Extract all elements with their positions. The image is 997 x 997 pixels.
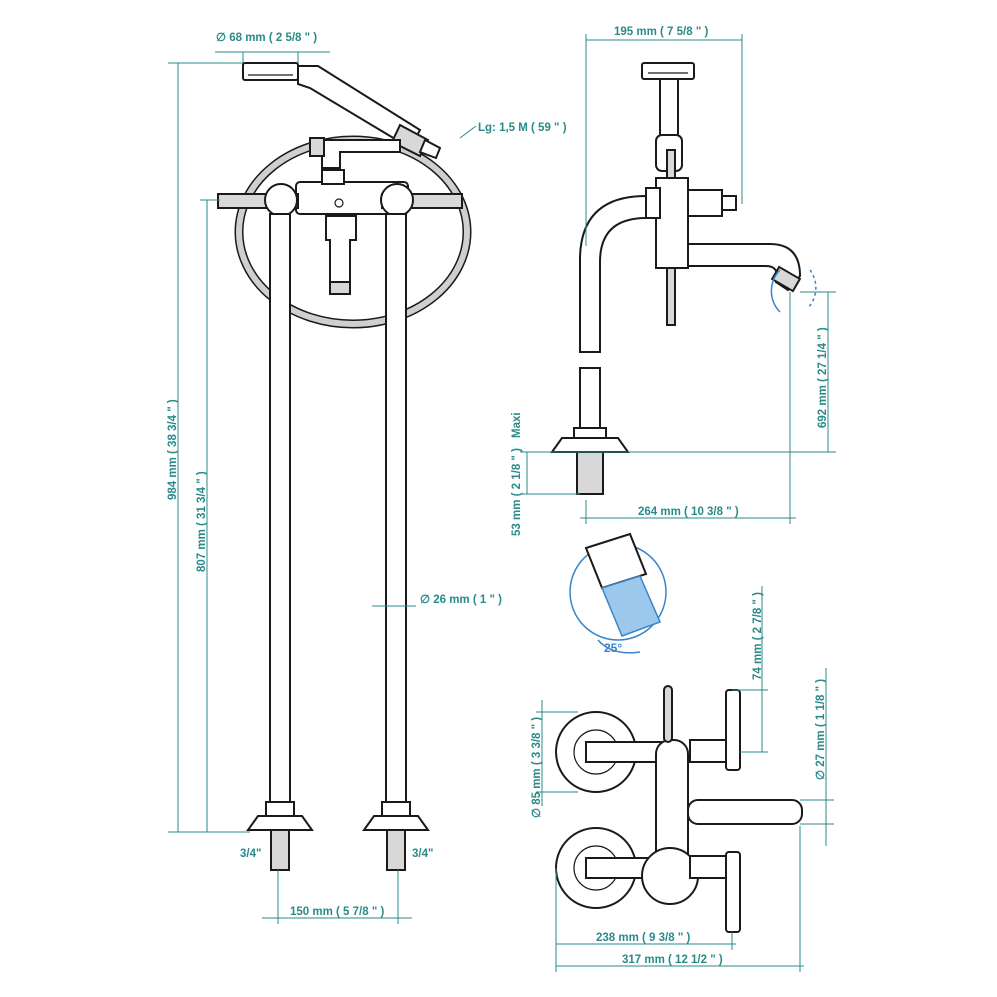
label-head-diameter: ∅ 68 mm ( 2 5/8 " ) <box>216 32 317 44</box>
front-view <box>168 51 477 924</box>
label-rosette-diameter: ∅ 85 mm ( 3 3/8 " ) <box>531 717 543 818</box>
label-pipe-diameter: ∅ 26 mm ( 1 " ) <box>420 594 502 606</box>
label-side-width: 195 mm ( 7 5/8 " ) <box>614 26 708 38</box>
label-base-height: 53 mm ( 2 1/8 " ) <box>511 448 523 536</box>
label-spout-reach: 264 mm ( 10 3/8 " ) <box>638 506 739 518</box>
left-handle <box>217 183 299 217</box>
label-maxi: Maxi <box>511 412 523 438</box>
side-view <box>520 34 836 524</box>
bath-spout <box>325 215 357 291</box>
label-width-317: 317 mm ( 12 1/2 " ) <box>622 954 723 966</box>
label-hose-length: Lg: 1,5 M ( 59 " ) <box>478 122 567 134</box>
right-standpipe <box>385 213 407 805</box>
label-spacing: 150 mm ( 5 7/8 " ) <box>290 906 384 918</box>
angle-detail <box>569 532 667 654</box>
right-floor-flange <box>362 801 430 871</box>
label-width-238: 238 mm ( 9 3/8 " ) <box>596 932 690 944</box>
label-angle: 25° <box>604 641 622 655</box>
left-floor-flange <box>246 801 314 871</box>
top-dimensions <box>536 586 834 972</box>
top-view <box>536 586 834 972</box>
label-thread-left: 3/4" <box>240 848 261 860</box>
side-dimensions <box>520 34 836 524</box>
label-pipe-height: 807 mm ( 31 3/4 " ) <box>196 471 208 572</box>
label-total-height: 984 mm ( 38 3/4 " ) <box>167 399 179 500</box>
label-thread-right: 3/4" <box>412 848 433 860</box>
label-spout-diameter: ∅ 27 mm ( 1 1/8 " ) <box>815 679 827 780</box>
label-spout-height: 692 mm ( 27 1/4 " ) <box>817 327 829 428</box>
front-dimensions <box>168 51 477 924</box>
left-standpipe <box>269 213 291 805</box>
label-top-handle-height: 74 mm ( 2 7/8 " ) <box>752 592 764 680</box>
hand-shower <box>242 62 442 160</box>
